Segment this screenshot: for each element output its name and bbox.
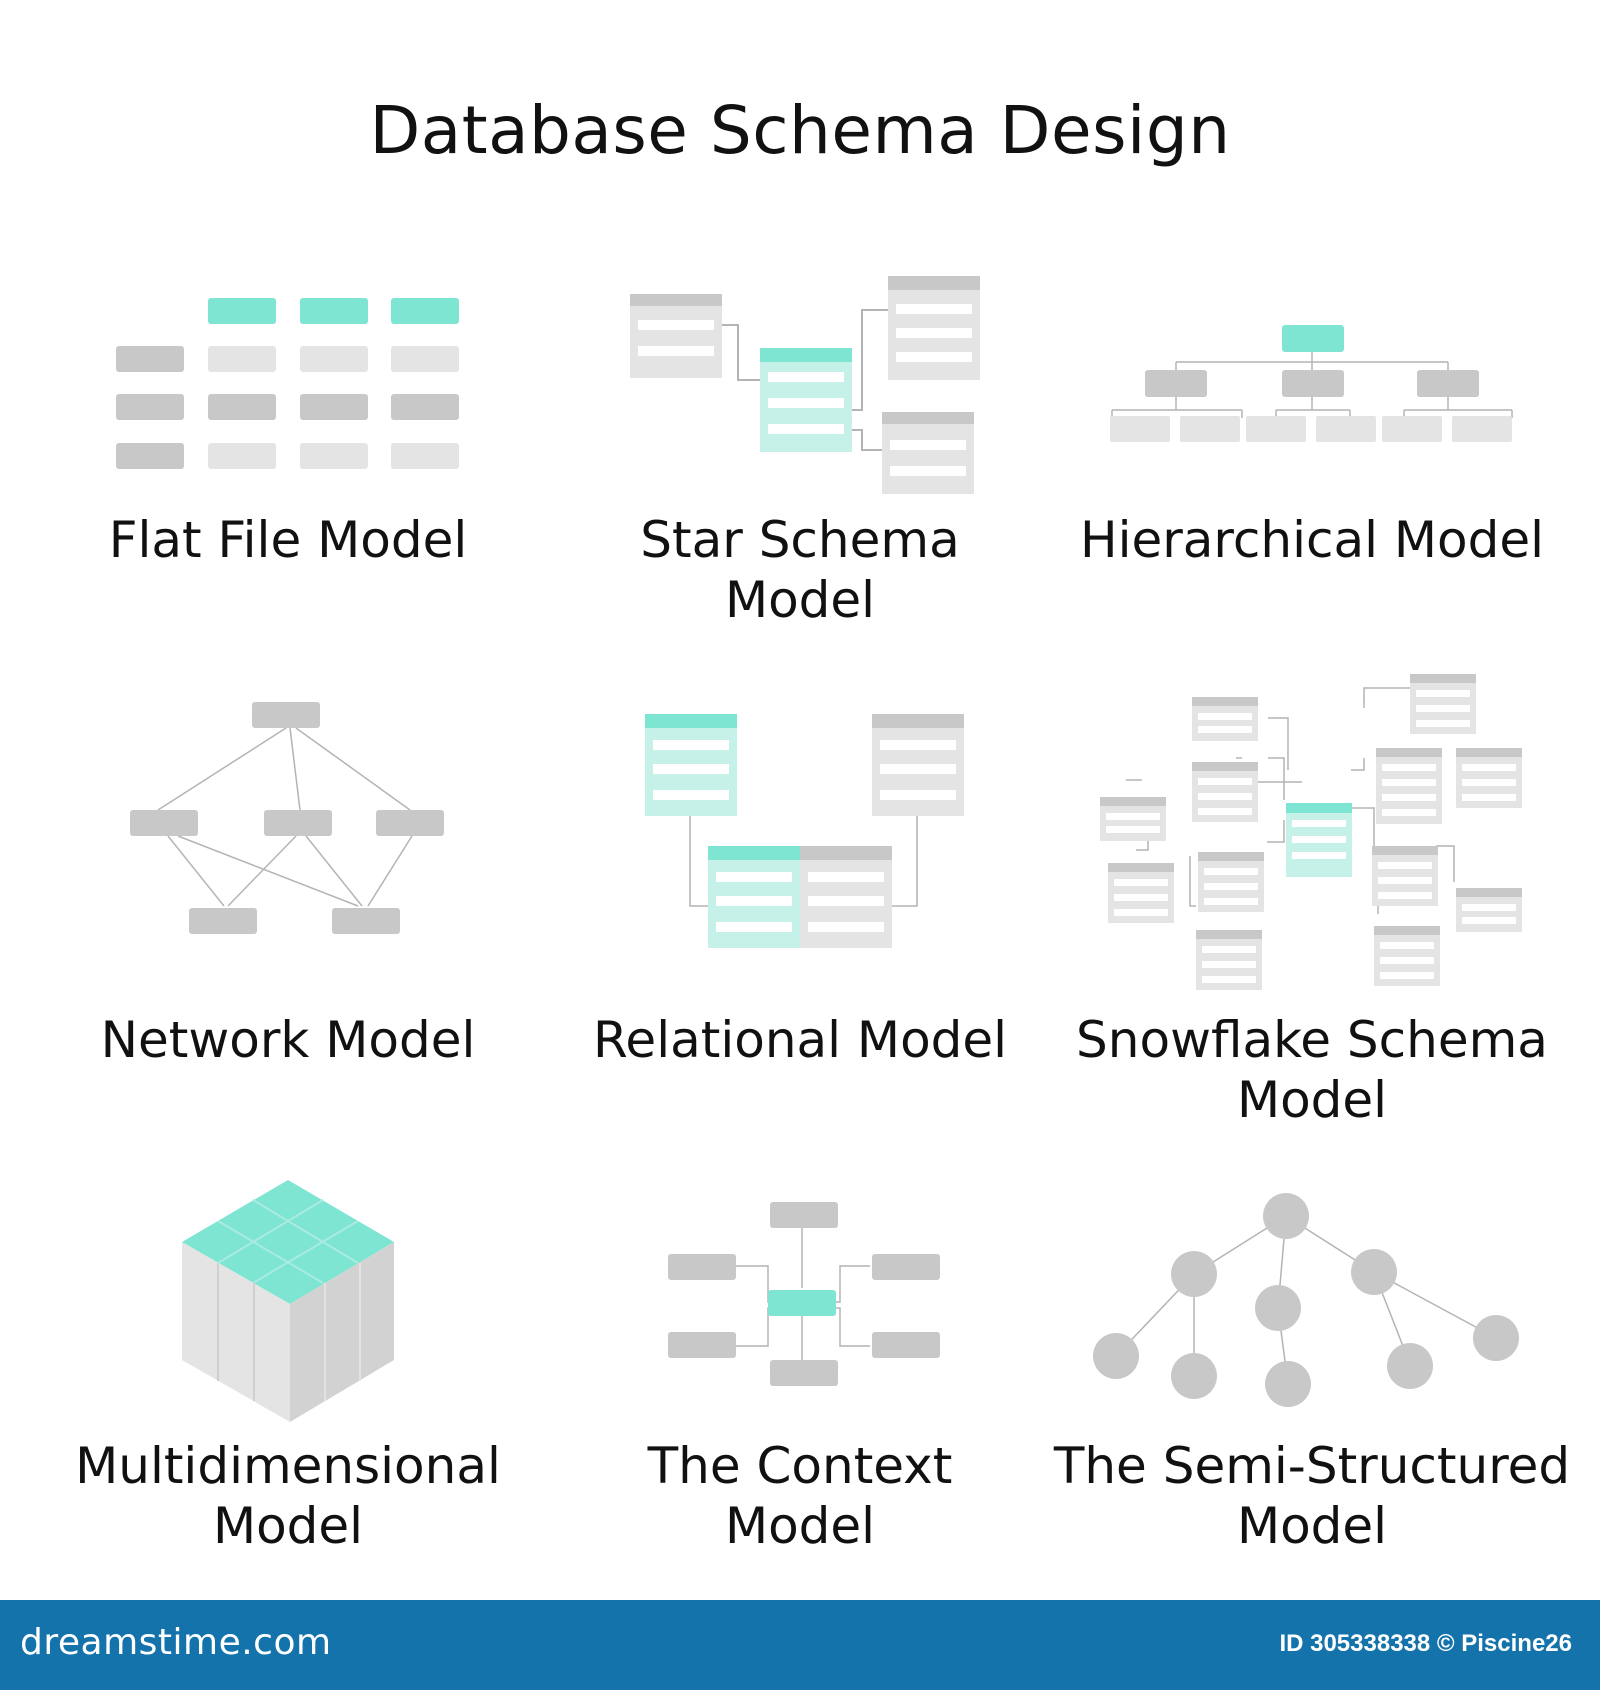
model-caption: Flat File Model — [108, 511, 468, 569]
page-title: Database Schema Design — [369, 92, 1231, 169]
context-map-icon — [668, 1202, 940, 1386]
image-id-credit: ID 305338338 © Piscine26 — [1279, 1630, 1572, 1657]
model-caption: Network Model — [100, 1011, 476, 1069]
hierarchy-tree-icon — [1110, 325, 1513, 442]
model-card-context: The Context Model — [540, 1170, 1060, 1570]
footer-bar: dreamstime.com ID 305338338 © Piscine26 — [0, 1600, 1600, 1690]
data-cube-icon — [182, 1180, 394, 1422]
model-card-relational: Relational Model — [540, 660, 1060, 1080]
model-caption: Multidimensional Model — [75, 1437, 501, 1555]
model-card-multidimensional: Multidimensional Model — [28, 1170, 548, 1570]
model-caption: Hierarchical Model — [1079, 511, 1544, 569]
flat-file-table-icon — [116, 298, 459, 469]
star-schema-icon — [630, 276, 980, 494]
model-caption: Relational Model — [592, 1011, 1008, 1069]
model-card-network: Network Model — [28, 660, 548, 1080]
model-card-snowflake: Snowflake Schema Model — [1052, 660, 1572, 1140]
node-tree-icon — [1093, 1193, 1519, 1407]
snowflake-schema-icon — [1100, 674, 1522, 990]
site-brand[interactable]: dreamstime.com — [20, 1622, 332, 1663]
model-card-star-schema: Star Schema Model — [540, 260, 1060, 640]
model-caption: Snowflake Schema Model — [1076, 1011, 1548, 1129]
relational-tables-icon — [645, 714, 964, 948]
model-caption: The Context Model — [647, 1437, 953, 1555]
model-card-semi-structured: The Semi-Structured Model — [1052, 1170, 1572, 1570]
model-card-flat-file: Flat File Model — [28, 260, 548, 580]
network-graph-icon — [130, 702, 444, 934]
model-caption: The Semi-Structured Model — [1053, 1437, 1571, 1555]
model-caption: Star Schema Model — [640, 511, 960, 629]
model-card-hierarchical: Hierarchical Model — [1052, 260, 1572, 580]
